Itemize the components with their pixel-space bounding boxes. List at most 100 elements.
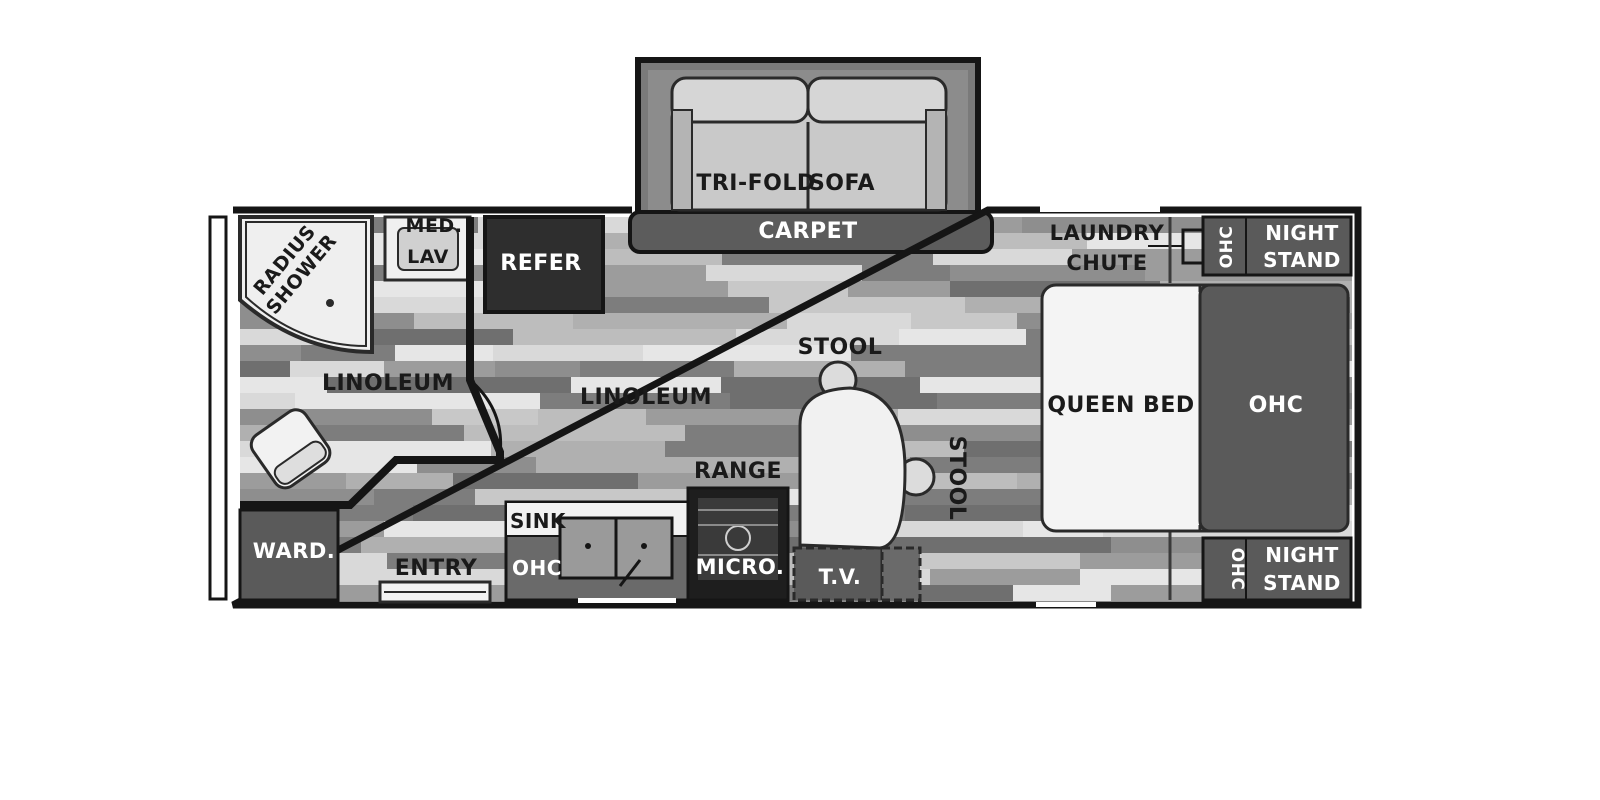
label-ohc-top: OHC — [1217, 226, 1237, 269]
floor-plank — [643, 345, 851, 361]
floor-plank — [734, 361, 905, 377]
label-micro: MICRO. — [696, 555, 785, 579]
label-linoleum-main: LINOLEUM — [580, 385, 712, 410]
floor-plank — [1013, 585, 1111, 601]
tv-side-cabinet — [880, 546, 922, 602]
window-refer — [1040, 206, 1160, 212]
label-tv: T.V. — [819, 565, 862, 589]
floor-plank — [905, 361, 1074, 377]
floor-plank — [580, 361, 734, 377]
label-stool-top: STOOL — [798, 335, 883, 360]
floor-plank — [646, 409, 815, 425]
floor-plank — [911, 313, 1017, 329]
floor-plank — [685, 425, 823, 441]
label-lav: LAV — [407, 246, 449, 268]
floor-plank — [665, 441, 762, 457]
floor-plank — [240, 377, 327, 393]
exterior-wall — [231, 206, 1362, 609]
label-range: RANGE — [694, 459, 782, 484]
floor-plank — [384, 521, 505, 537]
floor-plank — [493, 345, 643, 361]
label-ohc-bottom: OHC — [1227, 548, 1247, 591]
floor-plank — [787, 313, 911, 329]
floor-plank — [414, 313, 573, 329]
floor-plank — [536, 457, 766, 473]
floor-plank — [898, 409, 1065, 425]
label-night-top-2: STAND — [1263, 248, 1341, 272]
floor-plank — [851, 345, 1056, 361]
refrigerator — [483, 215, 605, 314]
floor-plank — [1318, 537, 1352, 553]
floor-plank — [453, 473, 638, 489]
floor-plank — [728, 281, 848, 297]
floor-plank — [513, 329, 736, 345]
floor-plank — [283, 425, 464, 441]
night-stand-top — [1201, 215, 1353, 277]
label-ward: WARD. — [253, 539, 336, 563]
floor-plank — [885, 553, 1080, 569]
floor-plank — [862, 537, 1111, 553]
label-night-bot-2: STAND — [1263, 571, 1341, 595]
label-linoleum-bath: LINOLEUM — [322, 371, 454, 396]
tri-fold-sofa — [670, 76, 948, 212]
floor-plank — [706, 265, 862, 281]
label-entry: ENTRY — [395, 556, 478, 581]
queen-bed — [1040, 283, 1350, 533]
floor-plank — [1350, 297, 1352, 313]
floor-plank — [464, 425, 685, 441]
floor-plank — [1080, 553, 1162, 569]
label-chute: CHUTE — [1066, 251, 1147, 275]
range — [686, 486, 790, 602]
tv-cabinet — [792, 546, 884, 602]
floor-plank — [862, 265, 950, 281]
floor-plank — [395, 345, 493, 361]
floor-plank — [638, 473, 838, 489]
floor-plank — [848, 281, 950, 297]
floor-plank — [290, 361, 384, 377]
floor-plank — [1022, 217, 1234, 233]
label-trifold: TRI-FOLD — [696, 171, 815, 196]
galley-counter — [504, 500, 690, 603]
label-refer: REFER — [500, 251, 581, 276]
window-bottom-right — [1036, 602, 1096, 607]
label-queen-bed: QUEEN BED — [1047, 393, 1194, 418]
floor-plank — [495, 361, 580, 377]
label-night-bot-1: NIGHT — [1265, 543, 1338, 567]
floor-plank — [930, 569, 1080, 585]
night-stand-bottom — [1201, 536, 1353, 602]
wardrobe — [238, 508, 340, 602]
label-carpet: CARPET — [758, 219, 857, 244]
floor-plank — [653, 297, 769, 313]
floor-plank — [950, 265, 1145, 281]
floor-plank — [413, 505, 507, 521]
floor-plank — [899, 329, 1026, 345]
label-sink: SINK — [510, 509, 567, 533]
floor-plank — [540, 393, 730, 409]
floor-plank — [574, 281, 728, 297]
floor-plank — [1087, 233, 1238, 249]
label-laundry: LAUNDRY — [1050, 221, 1165, 245]
label-sofa: SOFA — [809, 171, 875, 196]
floor-plank — [346, 473, 453, 489]
label-stool-side: STOOL — [944, 436, 969, 521]
floor-plank — [240, 361, 290, 377]
label-ohc-galley: OHC — [512, 556, 562, 580]
label-night-top-1: NIGHT — [1265, 221, 1338, 245]
label-ohc-bed: OHC — [1249, 393, 1304, 418]
rear-bumper — [208, 215, 228, 601]
floor-plank — [573, 313, 787, 329]
floor-plank — [285, 441, 491, 457]
label-med: MED. — [406, 215, 463, 237]
dinette — [798, 360, 936, 550]
entry-door — [378, 580, 492, 604]
floor-plank — [240, 329, 249, 345]
bathroom — [238, 215, 504, 509]
floor-plank — [240, 393, 295, 409]
floor-plank — [327, 377, 571, 393]
floor-plank — [603, 265, 706, 281]
floor-plank — [240, 345, 301, 361]
floor-plank — [1351, 553, 1352, 569]
floor-plank — [736, 329, 899, 345]
floor-plank — [344, 297, 518, 313]
